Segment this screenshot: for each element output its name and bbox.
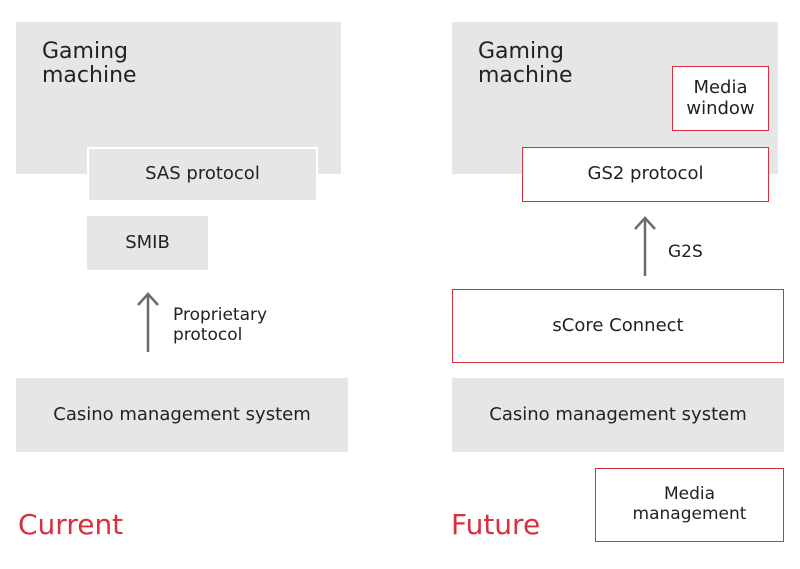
g2s-label: G2S — [668, 242, 703, 262]
cms-label: Casino management system — [53, 403, 311, 425]
future-cms-box: Casino management system — [452, 378, 784, 452]
smib-label: SMIB — [125, 231, 170, 253]
sas-protocol-label: SAS protocol — [145, 163, 260, 185]
gs2-protocol-label: GS2 protocol — [587, 163, 704, 185]
smib-box: SMIB — [87, 216, 208, 270]
score-connect-label: sCore Connect — [552, 314, 684, 336]
arrow-label-line-1: Proprietary — [173, 305, 268, 325]
cms-label: Casino management system — [489, 403, 747, 425]
proprietary-protocol-label: Proprietary protocol — [173, 305, 268, 345]
media-management-line-1: Media — [663, 484, 716, 505]
current-title: Current — [18, 508, 124, 541]
score-connect-box: sCore Connect — [452, 289, 784, 363]
media-window-line-2: window — [686, 97, 755, 119]
sas-protocol-box: SAS protocol — [87, 147, 318, 202]
media-management-line-2: management — [632, 504, 747, 524]
media-window-box: Media window — [672, 66, 769, 131]
media-management-box: Media management — [595, 468, 784, 542]
arrow-up-icon — [137, 292, 159, 352]
arrow-up-icon — [634, 216, 656, 276]
media-window-line-1: Media — [693, 76, 748, 98]
gaming-machine-label: Gaming machine — [42, 39, 137, 89]
gaming-machine-label: Gaming machine — [478, 39, 573, 89]
future-title: Future — [451, 508, 541, 541]
gs2-protocol-box: GS2 protocol — [522, 147, 769, 202]
current-cms-box: Casino management system — [16, 378, 348, 452]
arrow-label-line-2: protocol — [173, 324, 243, 345]
